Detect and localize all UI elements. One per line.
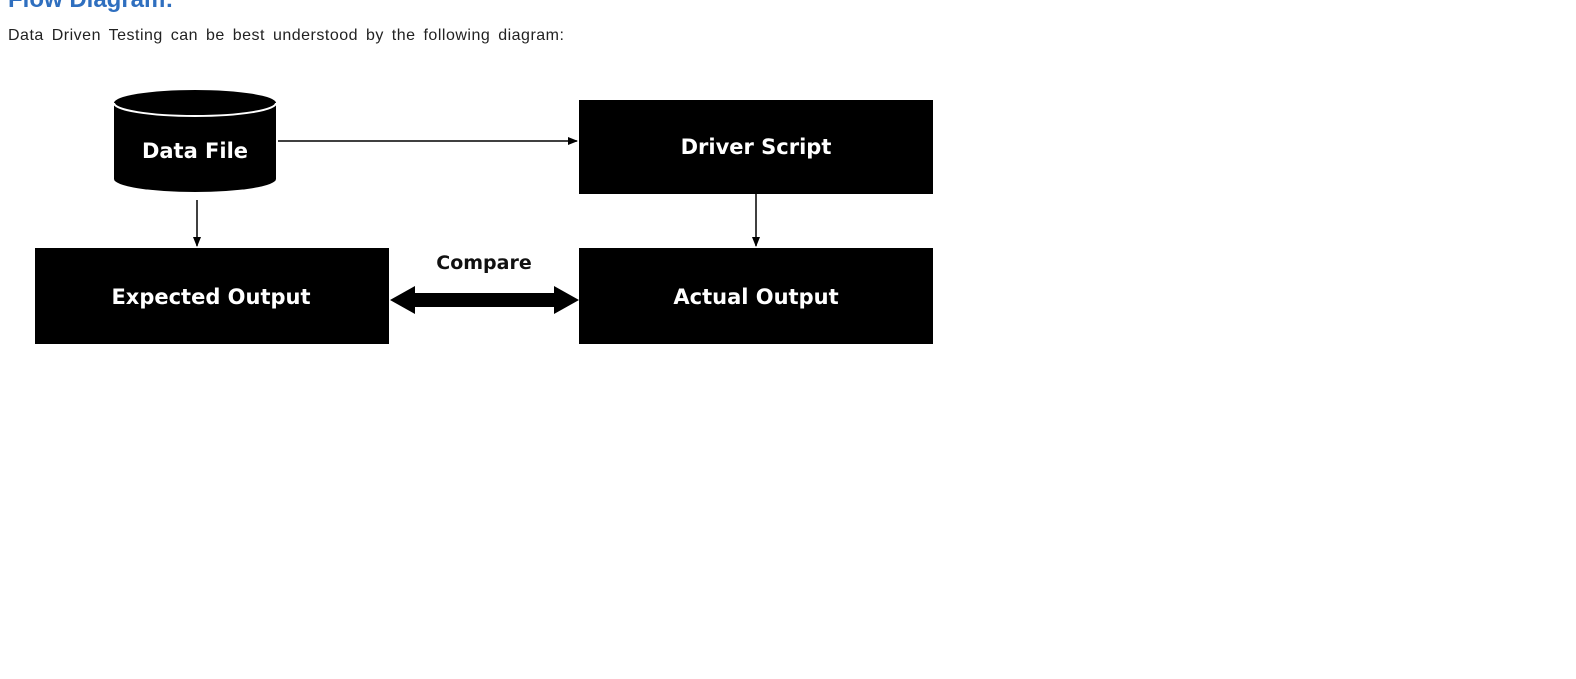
actual-output-node: Actual Output bbox=[579, 248, 933, 344]
driver-script-box bbox=[579, 100, 933, 194]
data-file-cylinder-top bbox=[114, 90, 276, 116]
driver-script-node: Driver Script bbox=[579, 100, 933, 194]
data-file-cylinder-rim bbox=[113, 102, 277, 117]
driver-script-label: Driver Script bbox=[681, 135, 832, 159]
data-file-cylinder-body bbox=[114, 103, 276, 192]
data-file-label: Data File bbox=[142, 139, 248, 163]
expected-output-box bbox=[35, 248, 389, 344]
expected-output-label: Expected Output bbox=[111, 285, 310, 309]
compare-label: Compare bbox=[436, 252, 531, 274]
actual-output-label: Actual Output bbox=[673, 285, 838, 309]
intro-text: Data Driven Testing can be best understo… bbox=[8, 27, 565, 44]
actual-output-box bbox=[579, 248, 933, 344]
page-heading: Flow Diagram: bbox=[8, 0, 173, 14]
data-file-node: Data File bbox=[113, 90, 277, 192]
expected-output-node: Expected Output bbox=[35, 248, 389, 344]
compare-double-arrow bbox=[390, 286, 579, 314]
